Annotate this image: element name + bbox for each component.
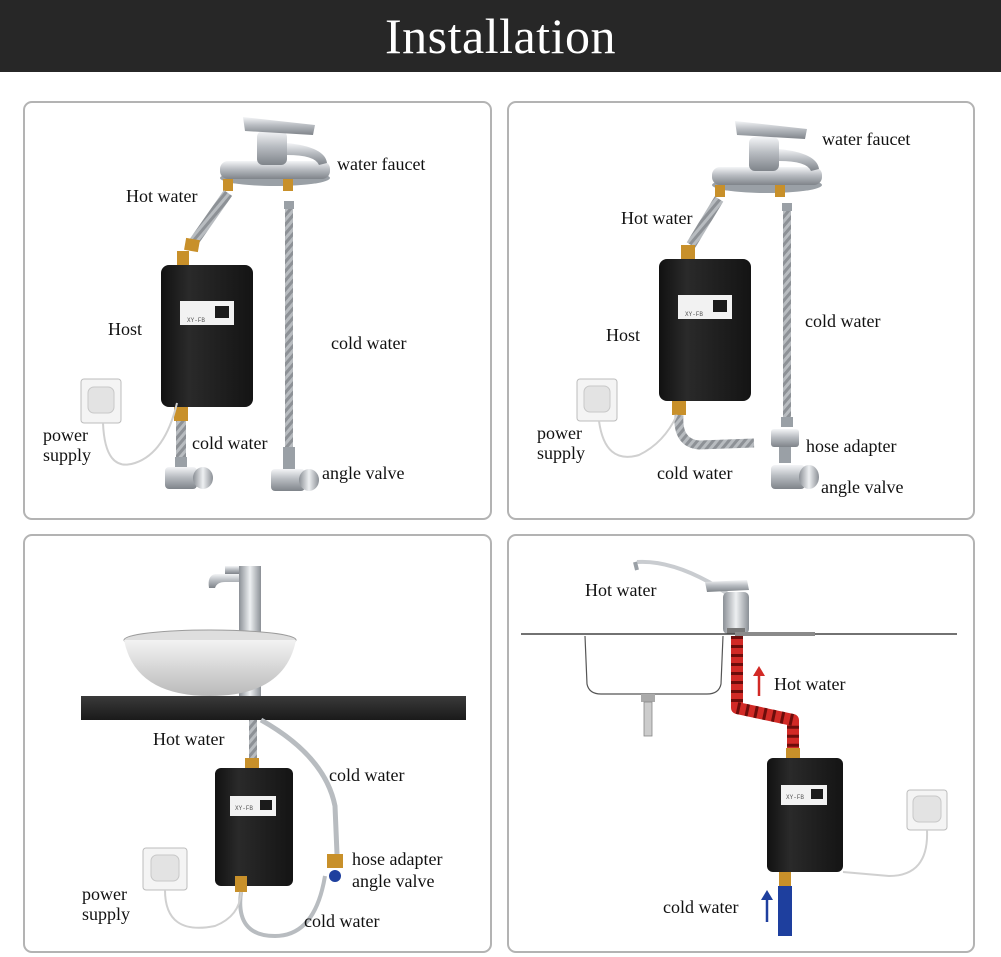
label-cold-water-pipe: cold water bbox=[331, 333, 407, 353]
cold-water-pipe bbox=[778, 886, 792, 936]
label-host: Host bbox=[606, 325, 641, 345]
power-socket bbox=[80, 378, 178, 466]
panel-installation-basic: XY-FB water faucet Hot water Host cold w… bbox=[23, 101, 492, 520]
svg-text:XY-FB: XY-FB bbox=[187, 317, 205, 324]
hose-adapter bbox=[327, 854, 343, 882]
panel-installation-under-sink: XY-FB Hot water cold water hose adapter … bbox=[23, 534, 492, 953]
heater-host: XY-FB bbox=[161, 251, 253, 421]
label-cold-water-pipe: cold water bbox=[805, 311, 881, 331]
hot-water-arrow bbox=[753, 666, 765, 696]
label-hot-water: Hot water bbox=[621, 208, 693, 228]
label-cold-water-pipe: cold water bbox=[329, 765, 405, 785]
angle-valve-right bbox=[271, 459, 319, 491]
faucet-illustration bbox=[712, 121, 822, 197]
label-cold-water-inlet: cold water bbox=[304, 911, 380, 931]
label-hot-water: Hot water bbox=[153, 729, 225, 749]
power-socket bbox=[142, 847, 242, 929]
label-angle-valve: angle valve bbox=[322, 463, 405, 483]
power-socket bbox=[576, 378, 678, 458]
heater-host: XY-FB bbox=[215, 758, 293, 892]
heater-host: XY-FB bbox=[767, 748, 843, 886]
svg-text:XY-FB: XY-FB bbox=[786, 794, 804, 801]
label-water-faucet: water faucet bbox=[822, 129, 911, 149]
label-hose-adapter: hose adapter bbox=[352, 849, 443, 869]
banner-title: Installation bbox=[385, 8, 616, 64]
faucet-illustration bbox=[633, 559, 749, 634]
label-hot-water-faucet: Hot water bbox=[585, 580, 657, 600]
label-angle-valve: angle valve bbox=[352, 871, 435, 891]
countertop bbox=[81, 696, 466, 720]
label-hot-water-flow: Hot water bbox=[774, 674, 846, 694]
heater-host: XY-FB bbox=[659, 245, 751, 415]
cold-water-hose bbox=[781, 203, 793, 427]
svg-text:XY-FB: XY-FB bbox=[685, 311, 703, 318]
hot-hose bbox=[188, 190, 233, 246]
panel-installation-hose-adapter: XY-FB water faucet Hot water Host cold w… bbox=[507, 101, 975, 520]
label-host: Host bbox=[108, 319, 143, 339]
panel-installation-flow: XY-FB Hot water Hot water cold water bbox=[507, 534, 975, 953]
label-hot-water: Hot water bbox=[126, 186, 198, 206]
label-power-supply: power supply bbox=[82, 884, 131, 924]
hot-water-pipe bbox=[731, 636, 799, 750]
label-power-supply: power supply bbox=[43, 425, 92, 465]
power-socket bbox=[842, 789, 948, 878]
label-cold-water-inlet: cold water bbox=[657, 463, 733, 483]
label-hose-adapter: hose adapter bbox=[806, 436, 897, 456]
basin bbox=[123, 629, 297, 696]
label-cold-water-inlet: cold water bbox=[663, 897, 739, 917]
hose-adapter bbox=[771, 429, 799, 463]
label-angle-valve: angle valve bbox=[821, 477, 904, 497]
cold-water-arrow bbox=[761, 890, 773, 922]
angle-valve bbox=[771, 465, 819, 489]
label-cold-water-inlet: cold water bbox=[192, 433, 268, 453]
svg-text:XY-FB: XY-FB bbox=[235, 805, 253, 812]
label-power-supply: power supply bbox=[537, 423, 586, 463]
sink-bowl bbox=[584, 635, 724, 737]
banner: Installation bbox=[0, 0, 1001, 72]
label-water-faucet: water faucet bbox=[337, 154, 426, 174]
cold-water-hose bbox=[283, 201, 295, 459]
faucet-illustration bbox=[220, 117, 330, 191]
angle-valve-left bbox=[165, 457, 213, 489]
